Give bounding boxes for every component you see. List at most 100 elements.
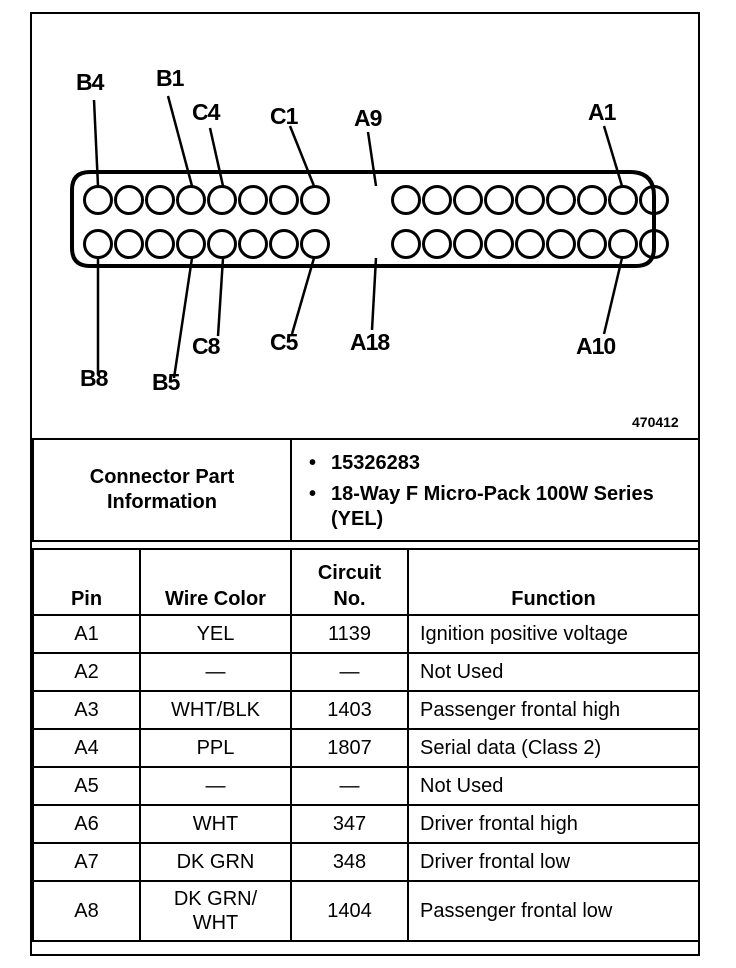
pin-cavity xyxy=(639,229,669,259)
pin-cavity xyxy=(145,229,175,259)
cell-wire-color: — xyxy=(139,766,292,806)
cell-function: Not Used xyxy=(407,766,700,806)
callout-c5: C5 xyxy=(270,329,299,355)
connector-end-view-figure: B4 B1 C4 C1 A9 A1 B8 B5 C8 C5 A18 A10 47… xyxy=(30,12,700,956)
callout-c8: C8 xyxy=(192,333,221,359)
table-row: A7 DK GRN 348 Driver frontal low xyxy=(32,842,700,882)
pin-cavity xyxy=(453,185,483,215)
pin-cavity xyxy=(484,185,514,215)
cell-wire-color: WHT xyxy=(139,804,292,844)
cell-pin: A4 xyxy=(32,728,141,768)
table-row: A3 WHT/BLK 1403 Passenger frontal high xyxy=(32,690,700,730)
header-pin: Pin xyxy=(32,548,141,616)
cell-function: Serial data (Class 2) xyxy=(407,728,700,768)
pin-cavity xyxy=(546,229,576,259)
header-wire-color: Wire Color xyxy=(139,548,292,616)
cell-function: Ignition positive voltage xyxy=(407,614,700,654)
cell-wire-color: WHT/BLK xyxy=(139,690,292,730)
leader-c4 xyxy=(208,127,225,187)
table-row: A6 WHT 347 Driver frontal high xyxy=(32,804,700,844)
pin-cavity xyxy=(391,185,421,215)
pin-table-header: Pin Wire Color Circuit No. Function xyxy=(32,548,700,616)
leader-c1 xyxy=(288,125,316,187)
connector-info-title: Connector Part Information xyxy=(32,438,292,542)
connector-info-list: 15326283 18-Way F Micro-Pack 100W Series… xyxy=(293,441,697,539)
callout-a10: A10 xyxy=(576,333,615,359)
callout-c4: C4 xyxy=(192,99,221,125)
header-function: Function xyxy=(407,548,700,616)
leader-a9 xyxy=(366,131,378,187)
pin-cavity xyxy=(515,229,545,259)
figure-reference-number: 470412 xyxy=(632,414,679,430)
cell-pin: A7 xyxy=(32,842,141,882)
leader-b1 xyxy=(166,95,194,187)
pin-cavity xyxy=(145,185,175,215)
cell-pin: A3 xyxy=(32,690,141,730)
callout-c1: C1 xyxy=(270,103,299,129)
cell-function: Driver frontal high xyxy=(407,804,700,844)
pin-cavity xyxy=(484,229,514,259)
leader-c5 xyxy=(290,257,316,335)
leader-lines xyxy=(92,95,624,379)
pin-cavity xyxy=(238,229,268,259)
table-row: A5 — — Not Used xyxy=(32,766,700,806)
pin-cavity xyxy=(546,185,576,215)
pin-cavity xyxy=(83,185,113,215)
leader-a1 xyxy=(602,125,624,187)
connector-info-description: 18-Way F Micro-Pack 100W Series (YEL) xyxy=(309,482,697,532)
callout-b8: B8 xyxy=(80,365,109,391)
pin-cavity xyxy=(269,185,299,215)
table-row: A4 PPL 1807 Serial data (Class 2) xyxy=(32,728,700,768)
pin-cavity xyxy=(577,229,607,259)
connector-diagram: B4 B1 C4 C1 A9 A1 B8 B5 C8 C5 A18 A10 47… xyxy=(32,14,698,438)
connector-housing xyxy=(70,170,656,268)
connector-drawing: B4 B1 C4 C1 A9 A1 B8 B5 C8 C5 A18 A10 47… xyxy=(70,65,679,430)
cell-wire-color: PPL xyxy=(139,728,292,768)
pin-cavity xyxy=(300,185,330,215)
cell-pin: A8 xyxy=(32,880,141,942)
cell-wire-color: YEL xyxy=(139,614,292,654)
leader-b5 xyxy=(172,257,194,379)
pin-cavity xyxy=(639,185,669,215)
pin-cavity xyxy=(83,229,113,259)
cell-function: Passenger frontal high xyxy=(407,690,700,730)
pin-cavity xyxy=(453,229,483,259)
pin-cavity xyxy=(422,185,452,215)
pin-cavity xyxy=(608,185,638,215)
cell-circuit: — xyxy=(290,652,409,692)
cell-circuit: 347 xyxy=(290,804,409,844)
table-row: A2 — — Not Used xyxy=(32,652,700,692)
cell-pin: A2 xyxy=(32,652,141,692)
cell-pin: A5 xyxy=(32,766,141,806)
pin-cavity xyxy=(608,229,638,259)
callout-b5: B5 xyxy=(152,369,181,395)
pin-cavity xyxy=(300,229,330,259)
cell-circuit: 1404 xyxy=(290,880,409,942)
leader-a18 xyxy=(370,257,378,331)
connector-info-part-number: 15326283 xyxy=(309,451,697,476)
cell-circuit: 348 xyxy=(290,842,409,882)
callout-a9: A9 xyxy=(354,105,382,131)
cell-circuit: — xyxy=(290,766,409,806)
pin-cavities xyxy=(83,185,669,259)
pin-cavity xyxy=(114,185,144,215)
cell-function: Driver frontal low xyxy=(407,842,700,882)
pin-cavity xyxy=(176,229,206,259)
table-row: A1 YEL 1139 Ignition positive voltage xyxy=(32,614,700,654)
leader-b4 xyxy=(92,99,100,187)
connector-info-details: 15326283 18-Way F Micro-Pack 100W Series… xyxy=(290,438,700,542)
callout-b1: B1 xyxy=(156,65,185,91)
pin-cavity xyxy=(207,229,237,259)
callout-b4: B4 xyxy=(76,69,105,95)
pin-cavity xyxy=(515,185,545,215)
cell-wire-color: DK GRN/ WHT xyxy=(139,880,292,942)
pin-cavity xyxy=(207,185,237,215)
pin-cavity xyxy=(577,185,607,215)
pin-cavity xyxy=(238,185,268,215)
table-row: A8 DK GRN/ WHT 1404 Passenger frontal lo… xyxy=(32,880,700,942)
callout-a1: A1 xyxy=(588,99,617,125)
cell-function: Not Used xyxy=(407,652,700,692)
pin-cavity xyxy=(422,229,452,259)
pin-table: Pin Wire Color Circuit No. Function A1 Y… xyxy=(32,548,700,942)
leader-a10 xyxy=(602,257,624,335)
